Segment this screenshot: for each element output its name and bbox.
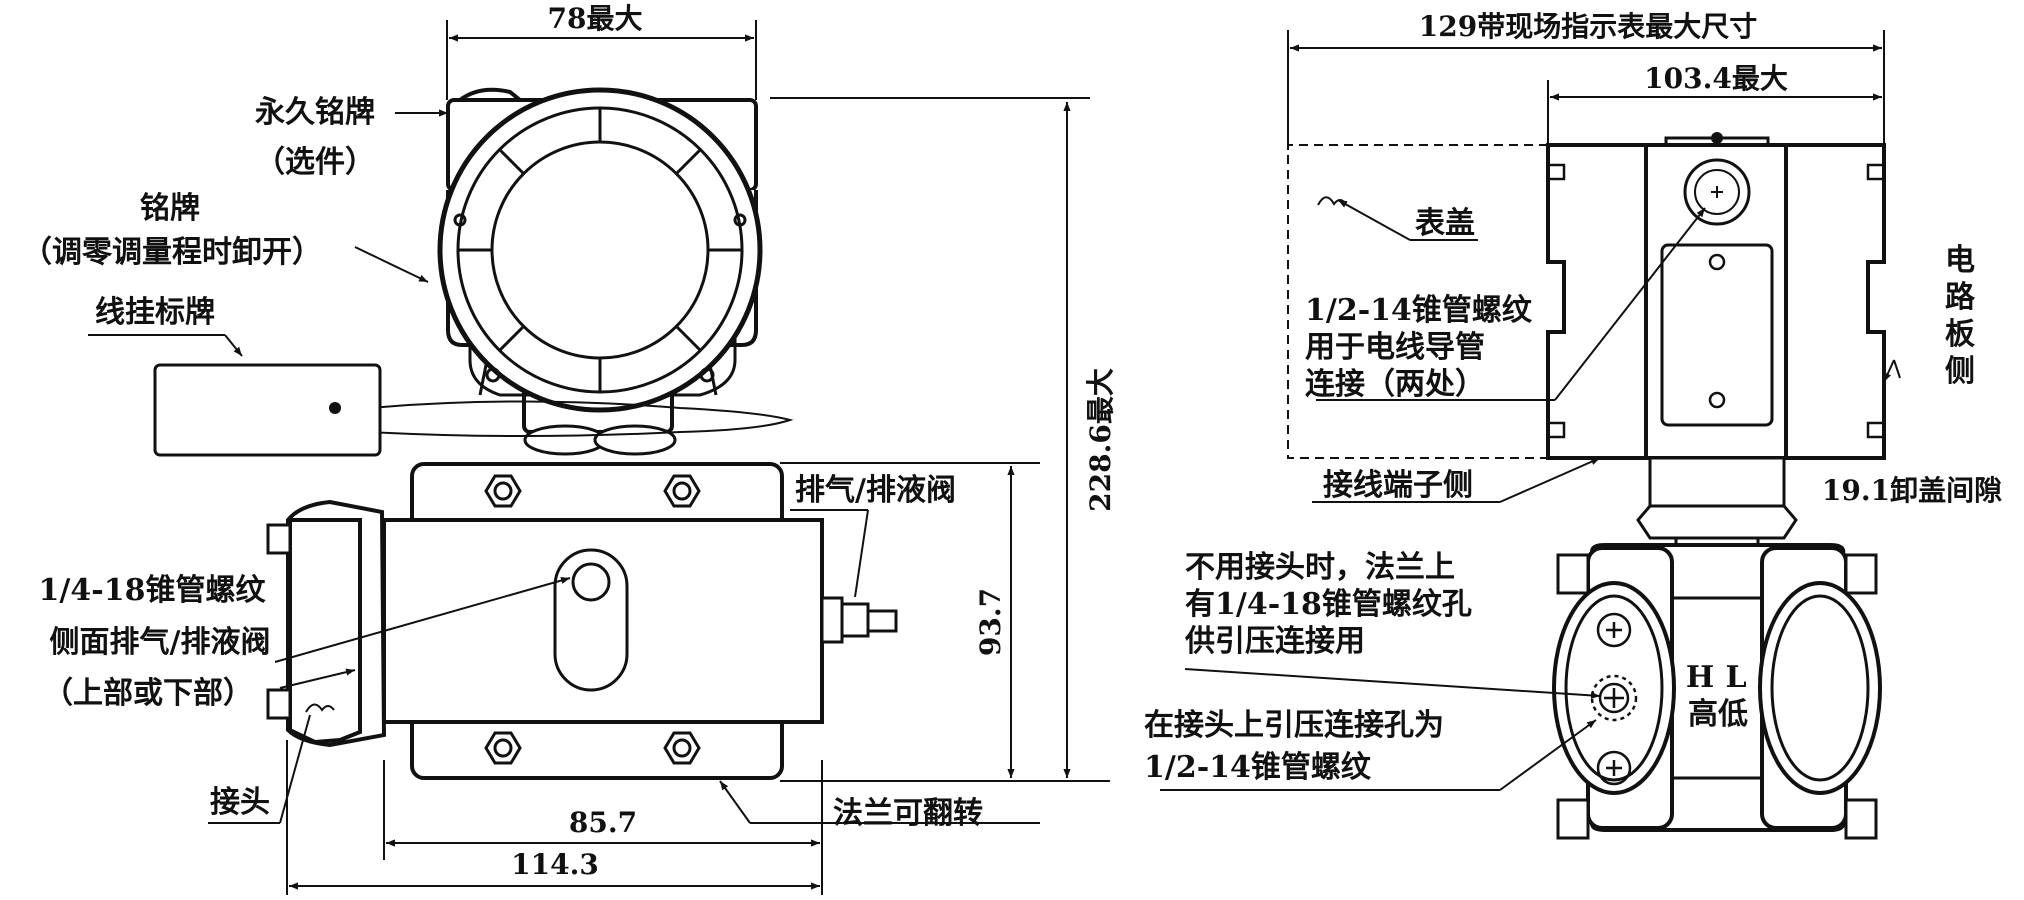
label-flange-note-3: 供引压连接用 bbox=[1184, 624, 1365, 659]
side-extension-lines bbox=[1287, 30, 1885, 150]
front-view: 78最大 228.6最大 93.7 85.7 114.3 永久铭牌 （选件） 铭… bbox=[22, 2, 1117, 895]
label-wire-tag: 线挂标牌 bbox=[95, 295, 215, 330]
extension-lines bbox=[286, 20, 1110, 895]
label-vent-drain-valve: 排气/排液阀 bbox=[795, 473, 956, 508]
label-high-low: 高低 bbox=[1688, 697, 1748, 732]
cover-squiggle bbox=[1317, 196, 1347, 206]
dim-129-with-indicator: 129带现场指示表最大尺寸 bbox=[1419, 10, 1757, 43]
label-circuit-3: 板 bbox=[1945, 317, 1975, 352]
label-connector-note-1: 在接头上引压连接孔为 bbox=[1144, 708, 1444, 743]
label-circuit-1: 电 bbox=[1945, 243, 1975, 278]
label-l: L bbox=[1725, 660, 1746, 695]
dim-85-7: 85.7 bbox=[569, 806, 637, 839]
label-conduit-2: 用于电线导管 bbox=[1305, 330, 1485, 365]
label-npt-quarter: 1/4-18锥管螺纹 bbox=[39, 573, 267, 608]
label-cover-clearance: 19.1卸盖间隙 bbox=[1822, 474, 2002, 507]
flange-side bbox=[1552, 543, 1882, 840]
front-leader-lines bbox=[88, 109, 1040, 824]
wire-tag bbox=[153, 363, 382, 457]
label-flange-rotatable: 法兰可翻转 bbox=[833, 796, 983, 831]
dim-103-4-max: 103.4最大 bbox=[1644, 62, 1788, 95]
dim-93-7: 93.7 bbox=[974, 588, 1007, 656]
side-view: 129带现场指示表最大尺寸 103.4最大 表盖 1/2-14锥管螺纹 用于电线… bbox=[1144, 10, 2002, 840]
side-labels: 129带现场指示表最大尺寸 103.4最大 表盖 1/2-14锥管螺纹 用于电线… bbox=[1144, 10, 2002, 785]
dim-228-6-max: 228.6最大 bbox=[1084, 368, 1117, 512]
side-leader-lines bbox=[1160, 199, 1901, 791]
label-flange-note-1: 不用接头时，法兰上 bbox=[1185, 550, 1455, 585]
label-nameplate-note: （调零调量程时卸开） bbox=[22, 235, 322, 270]
flange-body bbox=[266, 462, 898, 780]
label-conduit-1: 1/2-14锥管螺纹 bbox=[1305, 293, 1533, 328]
label-flange-note-2: 有1/4-18锥管螺纹孔 bbox=[1185, 587, 1472, 622]
label-circuit-2: 路 bbox=[1945, 280, 1976, 315]
dim-114-3: 114.3 bbox=[511, 848, 599, 881]
housing-side bbox=[1546, 132, 1886, 560]
label-circuit-4: 侧 bbox=[1945, 354, 1975, 389]
electronics-housing bbox=[369, 87, 794, 456]
label-connector: 接头 bbox=[210, 785, 270, 820]
side-dimension-lines bbox=[1290, 44, 1882, 101]
label-conduit-3: 连接（两处） bbox=[1305, 367, 1485, 402]
front-labels: 78最大 228.6最大 93.7 85.7 114.3 永久铭牌 （选件） 铭… bbox=[22, 2, 1117, 881]
label-permanent-nameplate: 永久铭牌 bbox=[255, 95, 375, 130]
label-nameplate: 铭牌 bbox=[140, 191, 200, 226]
label-h: H bbox=[1686, 660, 1714, 695]
label-terminal-side: 接线端子侧 bbox=[1323, 468, 1473, 503]
label-upper-or-lower: （上部或下部） bbox=[43, 676, 253, 711]
label-connector-note-2: 1/2-14锥管螺纹 bbox=[1144, 750, 1372, 785]
dimension-lines bbox=[289, 34, 1071, 890]
label-cover: 表盖 bbox=[1415, 206, 1475, 241]
label-optional: （选件） bbox=[255, 145, 375, 180]
dim-78-max: 78最大 bbox=[548, 2, 643, 35]
label-side-vent-drain: 侧面排气/排液阀 bbox=[50, 625, 271, 660]
